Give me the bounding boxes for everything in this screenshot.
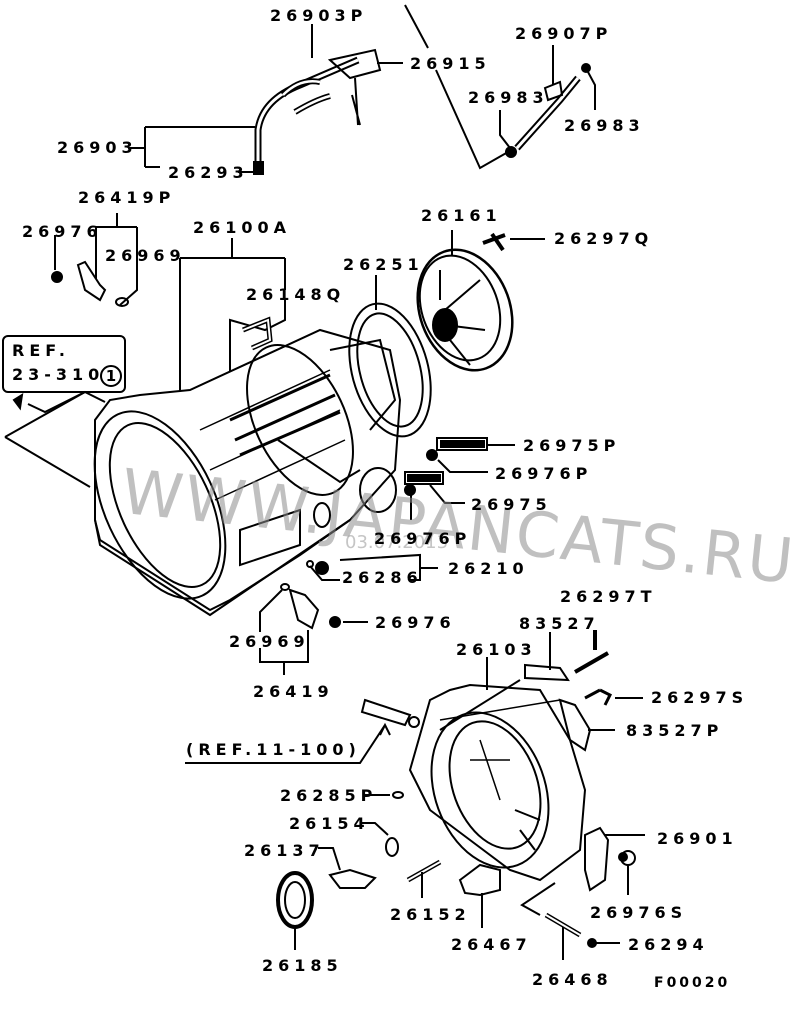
part-label-26915[interactable]: 26915: [410, 54, 491, 73]
part-label-26467[interactable]: 26467: [451, 935, 532, 954]
part-label-26137[interactable]: 26137: [244, 841, 325, 860]
leader-ref-11-100: [185, 724, 386, 764]
part-label-26468[interactable]: 26468: [532, 970, 613, 989]
bracket-26901: [584, 826, 610, 892]
clamp-26915: [327, 48, 382, 80]
watermark-date: 03.07.2013: [345, 532, 449, 553]
part-label-26975P[interactable]: 26975P: [523, 436, 621, 455]
part-label-26976-upper[interactable]: 26976: [22, 222, 103, 241]
bolt-26297S: [584, 688, 613, 706]
oil-pump-26161: [416, 248, 514, 372]
part-label-26148Q[interactable]: 26148Q: [246, 285, 346, 304]
dipstick-tube: [505, 63, 591, 158]
part-label-26286[interactable]: 26286: [342, 568, 423, 587]
sensor-26419: [288, 588, 320, 630]
lever-26137: [328, 868, 377, 889]
part-label-26185[interactable]: 26185: [262, 956, 343, 975]
part-label-26976-lower[interactable]: 26976: [375, 613, 456, 632]
part-label-26983-right[interactable]: 26983: [564, 116, 645, 135]
cover-26975: [404, 471, 444, 485]
block-26467: [458, 863, 501, 897]
reference-box[interactable]: REF. 23-310 1: [2, 335, 126, 393]
leader-26983b: [587, 71, 596, 110]
ref-arrow-icon: [12, 392, 24, 411]
part-label-26285P[interactable]: 26285P: [280, 786, 378, 805]
reference-note-11-100[interactable]: (REF.11-100): [186, 740, 361, 759]
figure-code: F00020: [654, 975, 731, 991]
part-label-83527[interactable]: 83527: [519, 614, 600, 633]
part-label-26969-lower[interactable]: 26969: [229, 632, 310, 651]
part-label-26154[interactable]: 26154: [289, 814, 370, 833]
extension-housing-26103: [408, 683, 587, 882]
part-label-26419P[interactable]: 26419P: [78, 188, 176, 207]
bracket-83527: [524, 632, 570, 682]
part-label-26294[interactable]: 26294: [628, 935, 709, 954]
part-label-26297T[interactable]: 26297T: [560, 587, 657, 606]
part-label-26901[interactable]: 26901: [657, 829, 738, 848]
leader-26137: [318, 847, 341, 871]
bolt-26976b: [329, 616, 341, 628]
part-label-26983-left[interactable]: 26983: [468, 88, 549, 107]
part-label-26297S[interactable]: 26297S: [651, 688, 749, 707]
part-label-26251[interactable]: 26251: [343, 255, 424, 274]
part-label-26907P[interactable]: 26907P: [515, 24, 613, 43]
reference-box-line2: 23-310: [12, 365, 105, 384]
part-label-26976S[interactable]: 26976S: [590, 903, 688, 922]
reference-box-line1: REF.: [12, 341, 70, 360]
leader-26148Q: [229, 300, 286, 470]
leader-26915-26983: [404, 4, 509, 170]
part-label-26419[interactable]: 26419: [253, 682, 334, 701]
o-ring-26969: [115, 297, 129, 307]
bolt-26297T: [574, 630, 609, 674]
leader-26154: [360, 822, 389, 836]
part-label-26210[interactable]: 26210: [448, 559, 529, 578]
bracket-83527P: [558, 698, 592, 752]
leader-26903-bracket: [128, 126, 255, 173]
part-label-26976P[interactable]: 26976P: [495, 464, 593, 483]
gasket-26251: [348, 302, 432, 438]
part-label-83527P[interactable]: 83527P: [626, 721, 724, 740]
reference-circled-number: 1: [100, 365, 122, 387]
part-label-26903[interactable]: 26903: [57, 138, 138, 157]
part-label-26903P[interactable]: 26903P: [270, 6, 368, 25]
leader-26975: [429, 484, 465, 504]
filter-part: [360, 698, 412, 727]
part-label-26297Q[interactable]: 26297Q: [554, 229, 654, 248]
spring-26154: [385, 837, 399, 857]
leader-26419P: [95, 213, 138, 306]
part-label-26293[interactable]: 26293: [168, 163, 249, 182]
part-label-26100A[interactable]: 26100A: [193, 218, 292, 237]
part-label-26152[interactable]: 26152: [390, 905, 471, 924]
part-label-26976P-lower[interactable]: 26976P: [374, 529, 472, 548]
plug-26294: [587, 938, 597, 948]
part-label-26975[interactable]: 26975: [471, 495, 552, 514]
breather-hose: [253, 56, 360, 175]
part-label-26969-upper[interactable]: 26969: [105, 246, 186, 265]
leader-26983a: [499, 110, 511, 149]
bolt-26976: [51, 271, 63, 283]
bolt-26297Q: [482, 232, 506, 252]
transmission-case: [93, 328, 402, 617]
leader-26976P: [437, 459, 488, 473]
part-label-26103[interactable]: 26103: [456, 640, 537, 659]
leader-26969-26419: [259, 589, 309, 675]
part-label-26161[interactable]: 26161: [421, 206, 502, 225]
leader-26100A: [179, 238, 286, 400]
